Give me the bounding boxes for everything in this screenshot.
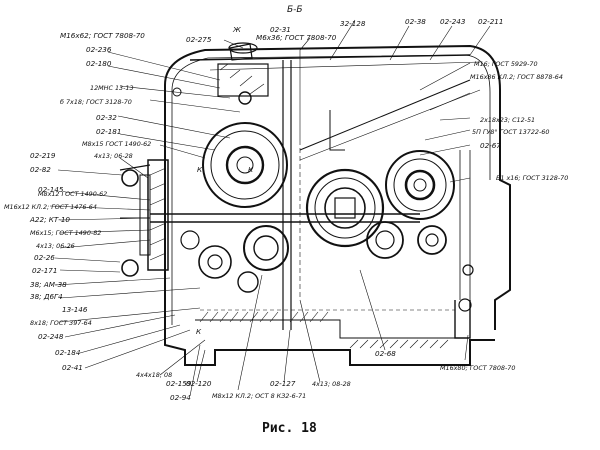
label-02-32: 02-32 bbox=[96, 113, 117, 122]
label-5p: 5П ГУ8° ГОСТ 13722-60 bbox=[472, 128, 549, 136]
label-02-211: 02-211 bbox=[478, 17, 503, 26]
label-02-68: 02-68 bbox=[375, 349, 396, 358]
label-02-248: 02-248 bbox=[38, 332, 64, 341]
label-02-127: 02-127 bbox=[270, 379, 296, 388]
label-02-41: 02-41 bbox=[62, 363, 83, 372]
label-02-219: 02-219 bbox=[30, 151, 56, 160]
label-02-31: 02-31 bbox=[270, 25, 291, 34]
label-38-d6g4: 38; Д6Г4 bbox=[30, 292, 63, 301]
label-m6-gost: М6х36; ГОСТ 7808-70 bbox=[256, 33, 337, 42]
figure-caption: Рис. 18 bbox=[262, 421, 317, 436]
label-02-26: 02-26 bbox=[34, 253, 55, 262]
label-group: Б-Б 02-275 Ж 02-31 М6х36; ГОСТ 7808-70 3… bbox=[4, 5, 568, 402]
label-02-275: 02-275 bbox=[186, 35, 212, 44]
label-02-94: 02-94 bbox=[170, 393, 191, 402]
label-m16-gost-c: М16; ГОСТ 5929-70 bbox=[474, 60, 538, 68]
label-02-38: 02-38 bbox=[405, 17, 426, 26]
label-13-146: 13-146 bbox=[62, 305, 88, 314]
label-b7: б 7х18; ГОСТ 3128-70 bbox=[60, 98, 132, 106]
label-02-67: 02-67 bbox=[480, 141, 501, 150]
label-12mns: 12МНС 13-13 bbox=[90, 84, 134, 92]
label-02-180: 02-180 bbox=[86, 59, 112, 68]
label-k-2: К bbox=[196, 327, 202, 336]
label-m16-gost-d: М16х86 КЛ.2; ГОСТ 8878-64 bbox=[470, 73, 563, 81]
label-k-1: К bbox=[197, 165, 203, 174]
label-b1x16: Б1 х16; ГОСТ 3128-70 bbox=[496, 174, 568, 182]
label-02-171: 02-171 bbox=[32, 266, 57, 275]
label-4x13-c: 4х13; 08-28 bbox=[312, 380, 351, 388]
label-02-82: 02-82 bbox=[30, 165, 51, 174]
label-m16x12: М16х12 КЛ.2; ГОСТ 1476-64 bbox=[4, 203, 97, 211]
label-8x18: 8х18; ГОСТ 397-64 bbox=[30, 319, 92, 327]
label-02-145: 02-145 bbox=[38, 185, 64, 194]
label-m6x15: М6х15; ГОСТ 1490-82 bbox=[30, 229, 101, 237]
label-m8x15: М8х15 ГОСТ 1490-62 bbox=[82, 140, 151, 148]
label-m8x12: М8х12 ГОСТ 1490-62 bbox=[38, 190, 107, 198]
label-02-184: 02-184 bbox=[55, 348, 81, 357]
label-m16x80: М16х80; ГОСТ 7808-70 bbox=[440, 364, 515, 372]
label-02-236: 02-236 bbox=[86, 45, 112, 54]
label-2x18: 2х18х23; С12-51 bbox=[480, 116, 535, 124]
label-4x13-b: 4х13; 06-26 bbox=[36, 242, 75, 250]
section-title: Б-Б bbox=[287, 5, 303, 15]
label-02-159: 02-159 bbox=[166, 379, 192, 388]
label-zh: Ж bbox=[232, 25, 241, 34]
label-02-181: 02-181 bbox=[96, 127, 121, 136]
label-32-128: 32-128 bbox=[340, 19, 366, 28]
drawing-lines bbox=[49, 19, 511, 397]
label-m16-gost-a: М16х62; ГОСТ 7808-70 bbox=[60, 31, 145, 40]
label-k-3: К bbox=[248, 165, 254, 174]
label-02-243: 02-243 bbox=[440, 17, 466, 26]
label-02-120: 02-120 bbox=[186, 379, 212, 388]
label-m8x12-b: М8х12 КЛ.2; ОСТ 8 КЗ2-6-71 bbox=[212, 392, 306, 400]
label-4x4x18: 4х4х18; 08 bbox=[136, 371, 172, 379]
label-a22: А22; КТ-10 bbox=[29, 215, 70, 224]
label-38-am38: 38; АМ-38 bbox=[30, 280, 67, 289]
label-4x13-a: 4х13; 06-28 bbox=[94, 152, 133, 160]
